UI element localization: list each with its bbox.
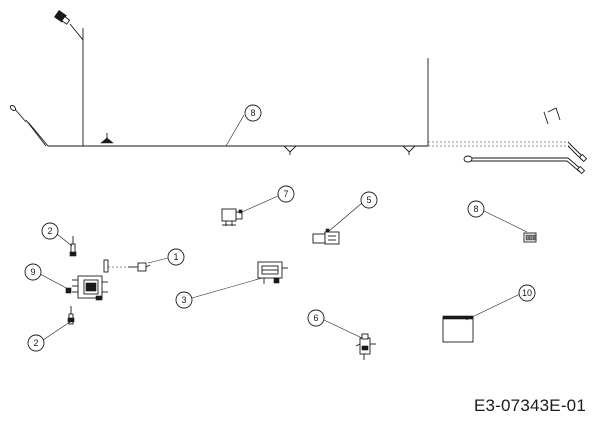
drawing-reference-code: E3-07343E-01	[473, 396, 586, 415]
part-5-connector	[355, 333, 376, 360]
main-wiring-harness	[10, 10, 588, 175]
part-2-terminal-upper	[69, 236, 77, 257]
callout-8-label: 8	[250, 108, 255, 118]
callout-7-label: 8	[473, 204, 478, 214]
part-4-plug	[312, 228, 340, 245]
callout-3: 3	[175, 277, 263, 309]
callout-4-label: 5	[366, 195, 371, 205]
callout-3-label: 3	[181, 295, 186, 305]
part-1-pin	[104, 262, 151, 272]
part-10-decal	[442, 315, 474, 343]
callout-9: 9	[24, 263, 71, 291]
callout-7: 8	[467, 200, 528, 233]
callout-5: 6	[307, 309, 363, 339]
callout-10: 10	[465, 284, 536, 321]
part-7-switch	[523, 232, 537, 243]
callout-5-label: 6	[313, 313, 318, 323]
callout-10-label: 10	[522, 288, 532, 298]
callout-9-label: 9	[30, 267, 35, 277]
part-6-connector	[221, 208, 243, 226]
callout-2-lower-label: 2	[33, 338, 38, 348]
part-3-relay	[257, 261, 288, 284]
callout-6: 7	[241, 185, 295, 213]
callout-8: 8	[225, 104, 262, 147]
callout-1: 1	[147, 248, 185, 266]
part-2-terminal-lower	[67, 306, 75, 325]
callout-4: 5	[328, 191, 378, 232]
part-9-switch-assembly	[65, 259, 109, 301]
callout-6-label: 7	[283, 189, 288, 199]
callout-2-upper: 2	[41, 222, 73, 247]
callout-2-upper-label: 2	[47, 226, 52, 236]
callout-1-label: 1	[173, 252, 178, 262]
callout-2-lower: 2	[27, 321, 71, 352]
